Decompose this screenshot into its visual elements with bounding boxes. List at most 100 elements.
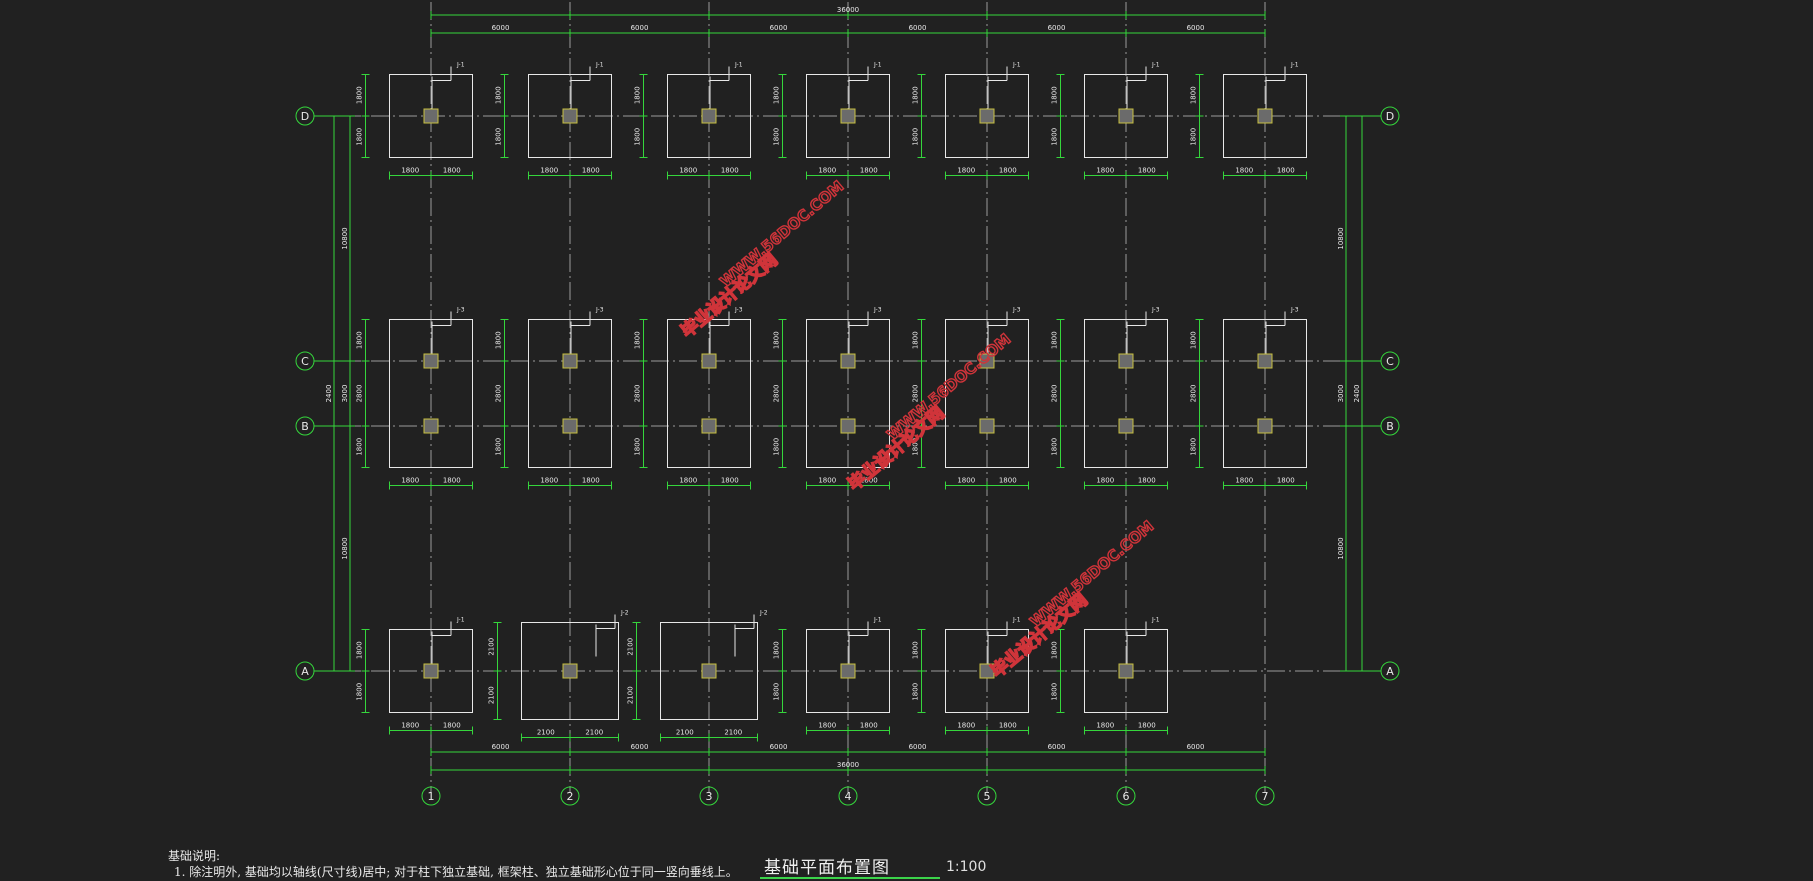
- foundation-tag: J-3: [595, 307, 604, 314]
- foundation-tag: J-3: [1290, 307, 1299, 314]
- footing-outline: [1084, 629, 1168, 713]
- foundation-tag: J-1: [1151, 62, 1160, 69]
- dimension-text: 2100: [627, 638, 635, 656]
- dimension-text: 1800: [1096, 477, 1114, 485]
- dimension-text: 2800: [495, 385, 503, 403]
- column-mark: [701, 353, 717, 369]
- axis-bubble-1-label: 1: [428, 790, 435, 803]
- axis-bubble-right-D[interactable]: [1380, 106, 1400, 126]
- dimension-text: 1800: [1051, 683, 1059, 701]
- dimension-text: 1800: [634, 86, 642, 104]
- foundation-tag: J-1: [456, 617, 465, 624]
- drawing-title: 基础平面布置图: [764, 858, 890, 878]
- dimension-text: 1800: [356, 86, 364, 104]
- dimension-text: 1800: [634, 331, 642, 349]
- axis-bubble-6[interactable]: [1116, 786, 1136, 806]
- dimension-text: 2100: [488, 686, 496, 704]
- footing-outline: [945, 319, 1029, 468]
- dimension-text: 1800: [999, 167, 1017, 175]
- foundation-tag: J-3: [1012, 307, 1021, 314]
- column-mark: [1118, 418, 1134, 434]
- dimension-text: 1800: [721, 167, 739, 175]
- dimension-text: 1800: [1190, 438, 1198, 456]
- footing-outline: [389, 74, 473, 158]
- foundation-tag: J-1: [1012, 617, 1021, 624]
- dimension-text: 36000: [837, 6, 859, 14]
- foundation-tag: J-1: [456, 62, 465, 69]
- axis-bubble-2[interactable]: [560, 786, 580, 806]
- axis-bubble-left-C[interactable]: [295, 351, 315, 371]
- axis-bubble-right-B[interactable]: [1380, 416, 1400, 436]
- dimension-text: 6000: [909, 24, 927, 32]
- axis-bubble-left-D[interactable]: [295, 106, 315, 126]
- dimension-text: 1800: [999, 722, 1017, 730]
- foundation-tag: J-3: [734, 307, 743, 314]
- footing-outline: [528, 74, 612, 158]
- dimension-text: 1800: [912, 683, 920, 701]
- foundation-tag: J-1: [1290, 62, 1299, 69]
- column-mark: [1257, 418, 1273, 434]
- column-mark: [840, 108, 856, 124]
- dimension-text: 1800: [540, 477, 558, 485]
- axis-bubble-4[interactable]: [838, 786, 858, 806]
- axis-bubble-left-B[interactable]: [295, 416, 315, 436]
- axis-bubble-7-label: 7: [1262, 790, 1269, 803]
- column-mark: [701, 108, 717, 124]
- dimension-text: 1800: [912, 86, 920, 104]
- dimension-text: 1800: [957, 167, 975, 175]
- axis-bubble-6-label: 6: [1123, 790, 1130, 803]
- foundation-tag: J-1: [1012, 62, 1021, 69]
- dimension-text: 1800: [912, 331, 920, 349]
- dimension-text: 1800: [773, 438, 781, 456]
- axis-bubble-right-D-label: D: [1386, 110, 1394, 123]
- axis-bubble-4-label: 4: [845, 790, 852, 803]
- dimension-text: 2800: [1051, 385, 1059, 403]
- column-mark: [423, 353, 439, 369]
- column-mark: [423, 418, 439, 434]
- axis-bubble-5[interactable]: [977, 786, 997, 806]
- footing-outline: [945, 74, 1029, 158]
- dimension-text: 1800: [495, 86, 503, 104]
- dimension-text: 1800: [860, 477, 878, 485]
- watermark-text-cn: 毕业设计论文网: [677, 249, 782, 342]
- column-mark: [840, 418, 856, 434]
- axis-bubble-right-A[interactable]: [1380, 661, 1400, 681]
- axis-bubble-3-label: 3: [706, 790, 713, 803]
- dimension-text: 10800: [341, 227, 349, 249]
- axis-bubble-left-A[interactable]: [295, 661, 315, 681]
- dimension-text: 2100: [488, 638, 496, 656]
- dimension-text: 1800: [773, 641, 781, 659]
- dimension-text: 2800: [1190, 385, 1198, 403]
- dimension-text: 1800: [679, 167, 697, 175]
- axis-bubble-2-label: 2: [567, 790, 574, 803]
- column-mark: [1118, 663, 1134, 679]
- footing-outline: [1084, 319, 1168, 468]
- foundation-tag: J-2: [620, 610, 629, 617]
- axis-bubble-right-A-label: A: [1386, 665, 1394, 678]
- dimension-text: 1800: [818, 167, 836, 175]
- watermark-text-url: WWW.56DOC.COM: [1027, 517, 1158, 631]
- dimension-text: 1800: [912, 438, 920, 456]
- axis-bubble-3[interactable]: [699, 786, 719, 806]
- dimension-text: 1800: [957, 477, 975, 485]
- dimension-text: 1800: [1051, 128, 1059, 146]
- dimension-text: 1800: [773, 86, 781, 104]
- dimension-text: 10800: [1337, 537, 1345, 559]
- notes-line: 1. 除注明外, 基础均以轴线(尺寸线)居中; 对于柱下独立基础, 框架柱、独立…: [174, 865, 738, 879]
- column-mark: [1118, 108, 1134, 124]
- dimension-text: 1800: [679, 477, 697, 485]
- dimension-text: 2100: [676, 729, 694, 737]
- dimension-text: 1800: [401, 722, 419, 730]
- column-mark: [979, 353, 995, 369]
- dimension-text: 1800: [912, 128, 920, 146]
- axis-bubble-right-C[interactable]: [1380, 351, 1400, 371]
- axis-bubble-7[interactable]: [1255, 786, 1275, 806]
- column-mark: [840, 663, 856, 679]
- dimension-text: 6000: [770, 743, 788, 751]
- axis-bubble-1[interactable]: [421, 786, 441, 806]
- dimension-text: 1800: [999, 477, 1017, 485]
- footing-outline: [1223, 319, 1307, 468]
